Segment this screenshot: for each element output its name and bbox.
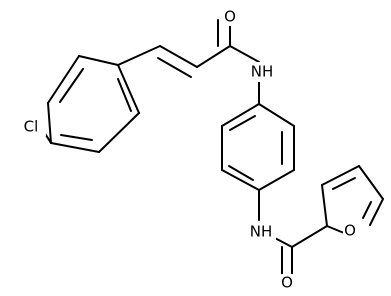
bond — [47, 55, 80, 104]
bond — [258, 169, 295, 191]
bond — [358, 165, 384, 200]
bond — [98, 112, 140, 153]
oxygen-atom-label: O — [281, 274, 293, 292]
bond — [229, 45, 260, 63]
aromatic-bond — [229, 115, 256, 131]
furan-ring — [321, 165, 384, 234]
bond — [47, 102, 52, 144]
aromatic-bond — [228, 165, 254, 181]
amide-nitrogen-label: NH — [250, 223, 273, 241]
aromatic-bond — [59, 68, 84, 103]
amide-nitrogen-label: NH — [251, 63, 274, 81]
amide-group-1 — [217, 19, 260, 63]
aromatic-bond — [60, 134, 93, 141]
bond — [196, 45, 231, 68]
central-phenyl-ring — [221, 81, 295, 191]
bond — [258, 103, 295, 127]
bond — [117, 64, 140, 114]
furan-oxygen-label: O — [344, 222, 356, 240]
bond — [369, 198, 384, 226]
bond — [117, 45, 161, 66]
aromatic-bond — [117, 78, 132, 112]
aromatic-bond — [332, 177, 356, 190]
chlorine-atom-label: Cl — [24, 118, 39, 136]
bond — [221, 103, 260, 127]
bond — [159, 45, 198, 68]
bond — [321, 184, 328, 227]
bond — [78, 55, 119, 66]
bond — [291, 225, 328, 248]
oxygen-atom-label: O — [224, 8, 236, 26]
vinyl-linker — [117, 45, 231, 78]
bond — [50, 142, 100, 153]
aromatic-bond — [362, 201, 372, 219]
bond — [157, 57, 192, 78]
bond — [326, 225, 345, 234]
chlorophenyl-ring — [47, 55, 140, 153]
bond — [221, 169, 260, 191]
bond — [321, 165, 360, 186]
